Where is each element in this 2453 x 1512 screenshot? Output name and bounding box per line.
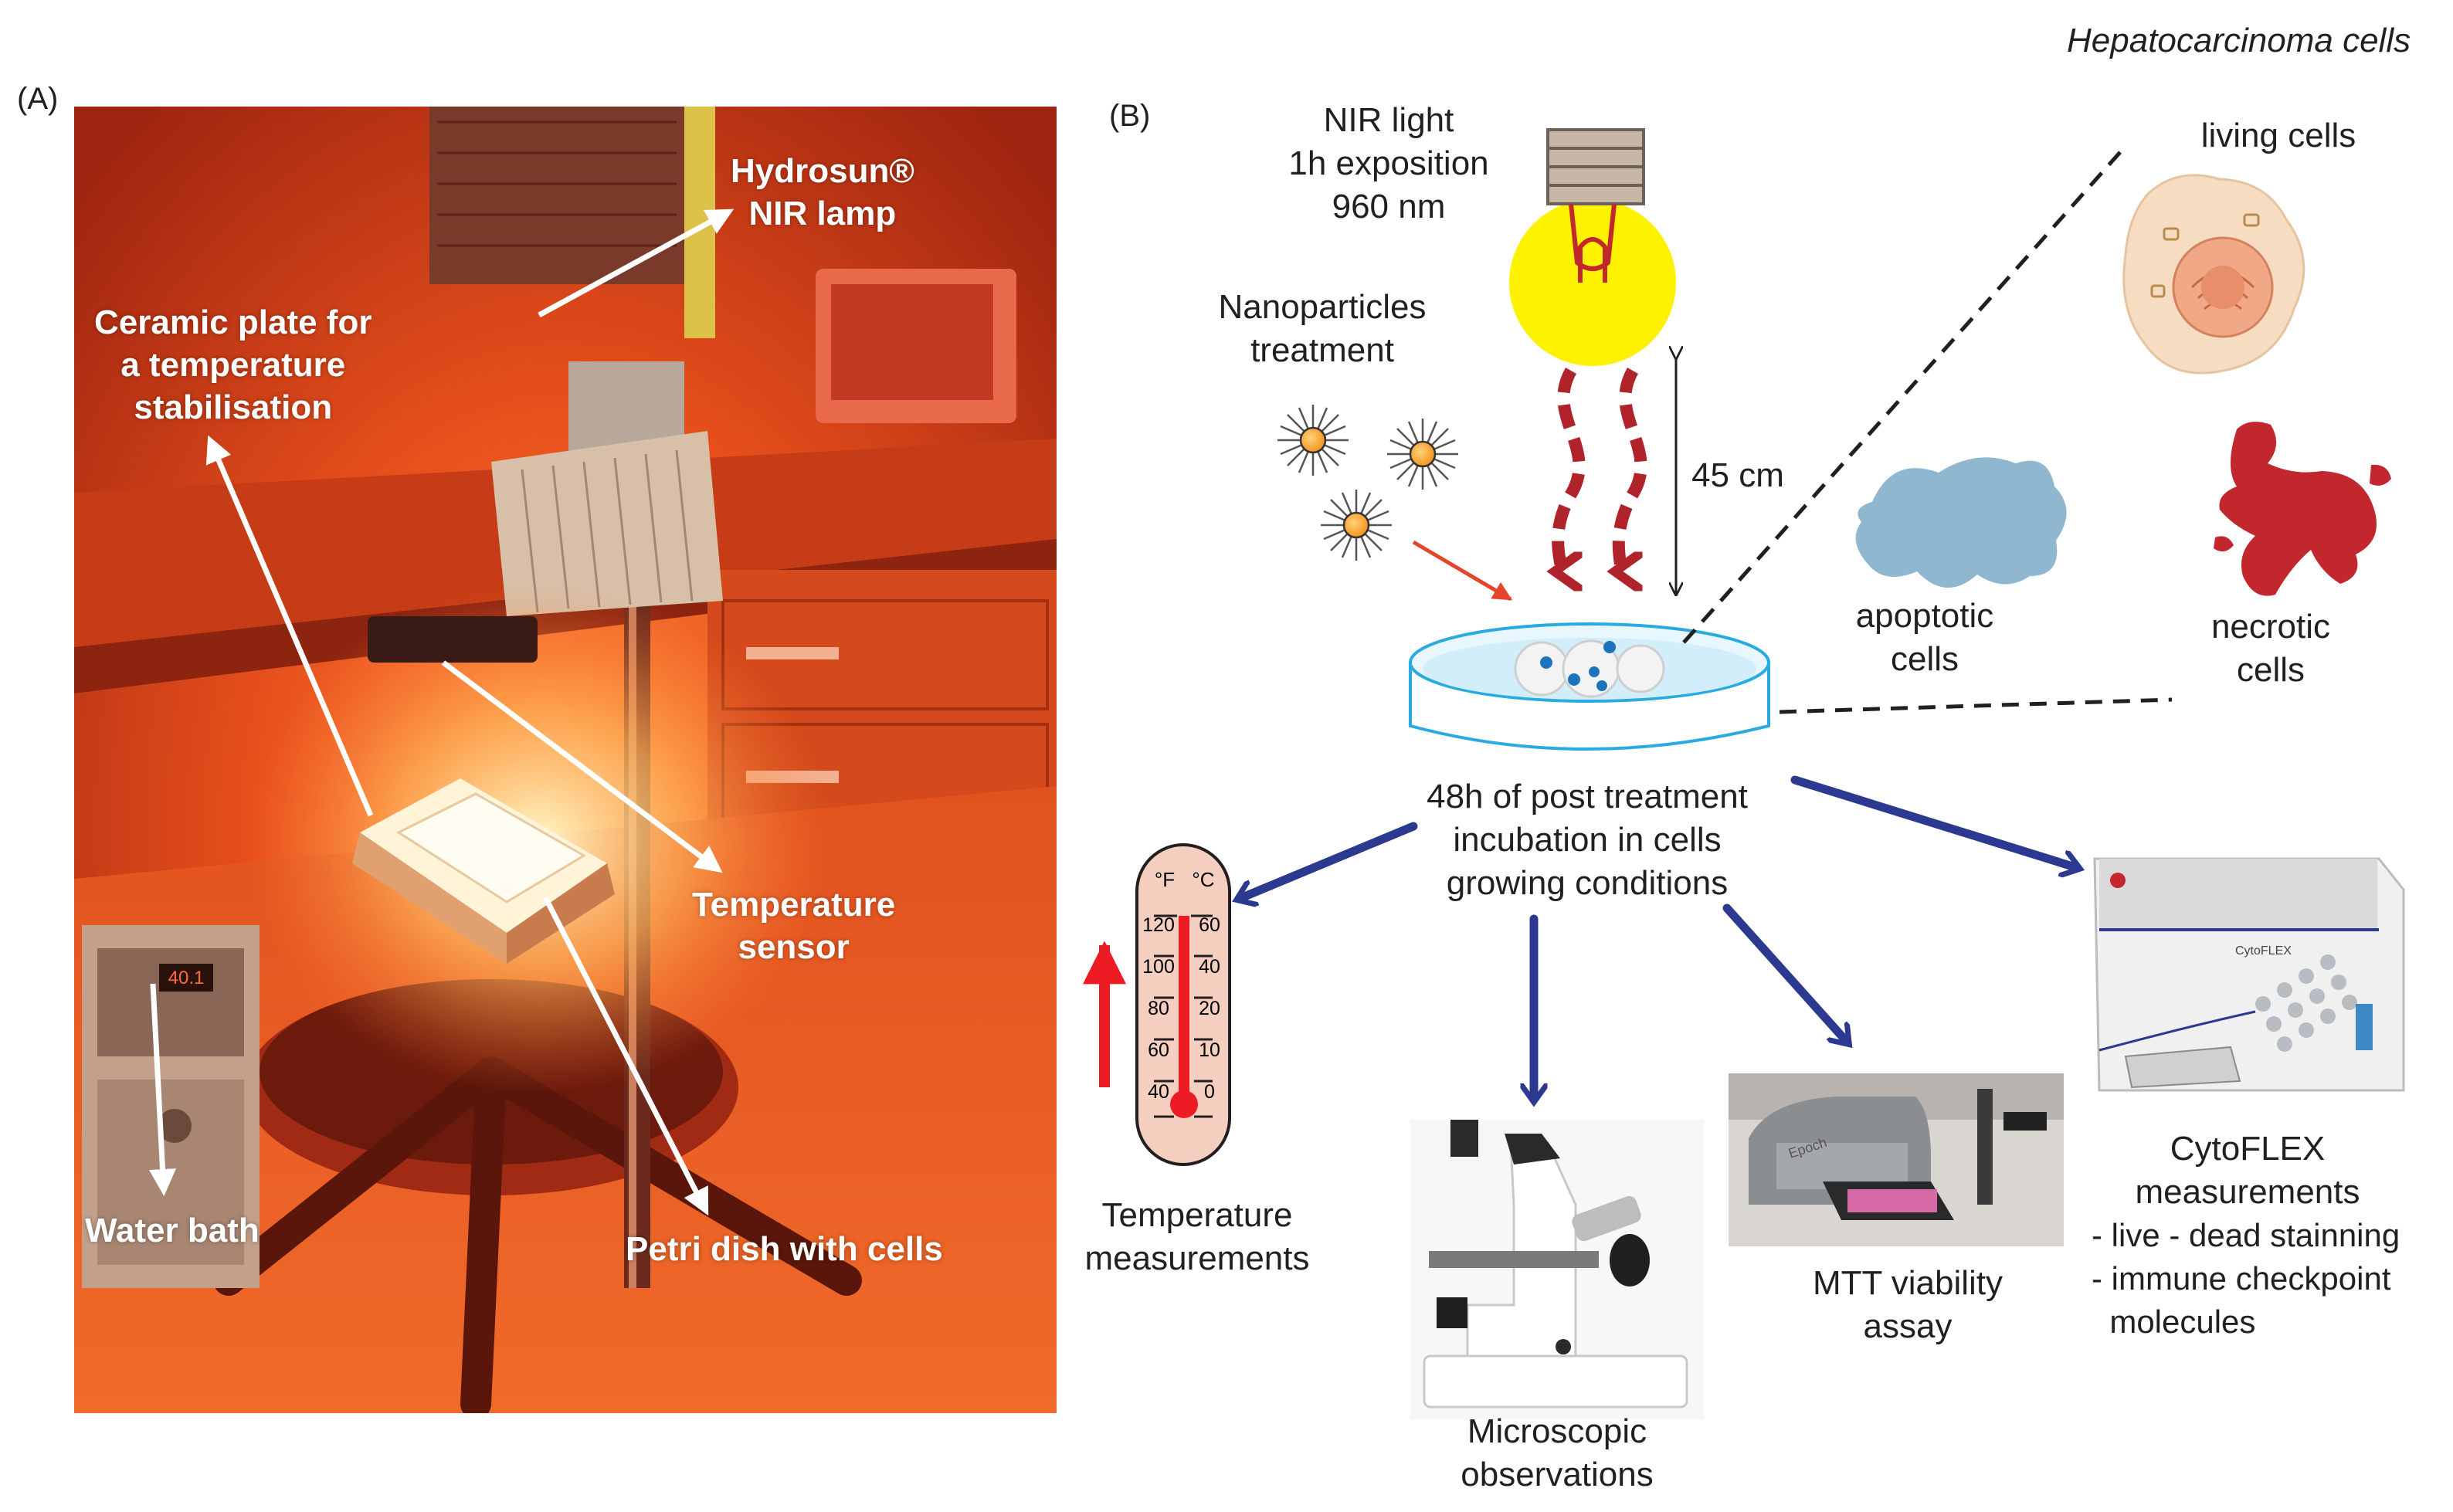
thermo-c-tick: 40 — [1199, 956, 1220, 978]
necrotic-cell-icon — [2214, 422, 2391, 596]
thermo-unit-c: °C — [1192, 868, 1214, 891]
label-petri-dish: Petri dish with cells — [626, 1230, 943, 1268]
living-cells-label: living cells — [2200, 117, 2356, 154]
plate-reader-image: Epoch — [1729, 1073, 2064, 1246]
cell-line-title: Hepatocarcinoma cells — [2067, 22, 2411, 59]
thermo-c-tick: 60 — [1199, 914, 1220, 936]
nir-ray-left — [1558, 368, 1586, 571]
nir-lamp-icon — [1509, 128, 1676, 366]
panel-b-tag: (B) — [1109, 99, 1151, 133]
cytoflex-icon: CytoFLEX — [2093, 857, 2405, 1092]
arrow-to-lamp — [538, 208, 735, 318]
photo-callout-arrows — [149, 208, 735, 1216]
thermo-c-tick: 10 — [1199, 1039, 1220, 1061]
nanoparticle-icons — [1277, 405, 1458, 561]
thermo-c-tick: 0 — [1204, 1081, 1215, 1103]
living-cell-icon — [2122, 174, 2305, 375]
thermo-unit-f: °F — [1155, 868, 1175, 891]
thermo-f-tick: 120 — [1142, 914, 1175, 936]
label-water-bath: Water bath — [85, 1212, 260, 1249]
workflow-arrows — [1239, 775, 2078, 1100]
arrow-to-water-bath — [149, 983, 177, 1196]
nir-ray-right — [1619, 368, 1647, 571]
panel-a-tag: (A) — [17, 82, 59, 116]
arrow-to-temperature-sensor — [441, 660, 723, 873]
cytoflex-brand: CytoFLEX — [2235, 944, 2292, 958]
nanoparticle-icon — [1321, 490, 1392, 561]
apoptotic-cell-icon — [1855, 457, 2067, 588]
microscope-icon — [1410, 1120, 1704, 1419]
petri-dish-icon — [1409, 622, 1770, 751]
thermo-c-tick: 20 — [1199, 998, 1220, 1019]
nanoparticle-icon — [1277, 405, 1349, 476]
bath-display-readout: 40.1 — [168, 968, 205, 988]
list-item: - live - dead stainning — [2092, 1217, 2400, 1253]
thermometer-icon: °F °C 120 100 80 60 40 60 40 20 10 0 — [1135, 843, 1231, 1166]
arrow-to-cytoflex — [1790, 775, 2078, 868]
label-lamp: Hydrosun®NIR lamp — [731, 152, 914, 232]
thermo-f-tick: 60 — [1148, 1039, 1169, 1061]
list-item: - immune checkpoint — [2092, 1260, 2391, 1297]
thermo-f-tick: 80 — [1148, 998, 1169, 1019]
arrow-to-thermometer — [1239, 822, 1418, 899]
setup-photo-image: 40.1 — [74, 107, 1057, 1413]
arrow-to-plate-reader — [1722, 903, 1847, 1042]
setup-photo: 40.1 Hydrosun®NIR lamp Ceramic plate for… — [74, 107, 1057, 1413]
zoom-lines — [1682, 150, 2173, 714]
cytoflex-measurement-list: - live - dead stainning - immune checkpo… — [2092, 1214, 2400, 1344]
list-item: molecules — [2092, 1304, 2256, 1340]
distance-label: 45 cm — [1691, 456, 1784, 494]
thermo-f-tick: 100 — [1142, 956, 1175, 978]
nanoparticle-icon — [1387, 419, 1458, 490]
thermo-f-tick: 40 — [1148, 1081, 1169, 1103]
nir-rays — [1558, 368, 1647, 571]
arrow-to-petri-dish — [542, 896, 709, 1216]
nanoparticle-arrow — [1412, 540, 1513, 602]
arrow-to-ceramic-plate — [205, 435, 374, 817]
